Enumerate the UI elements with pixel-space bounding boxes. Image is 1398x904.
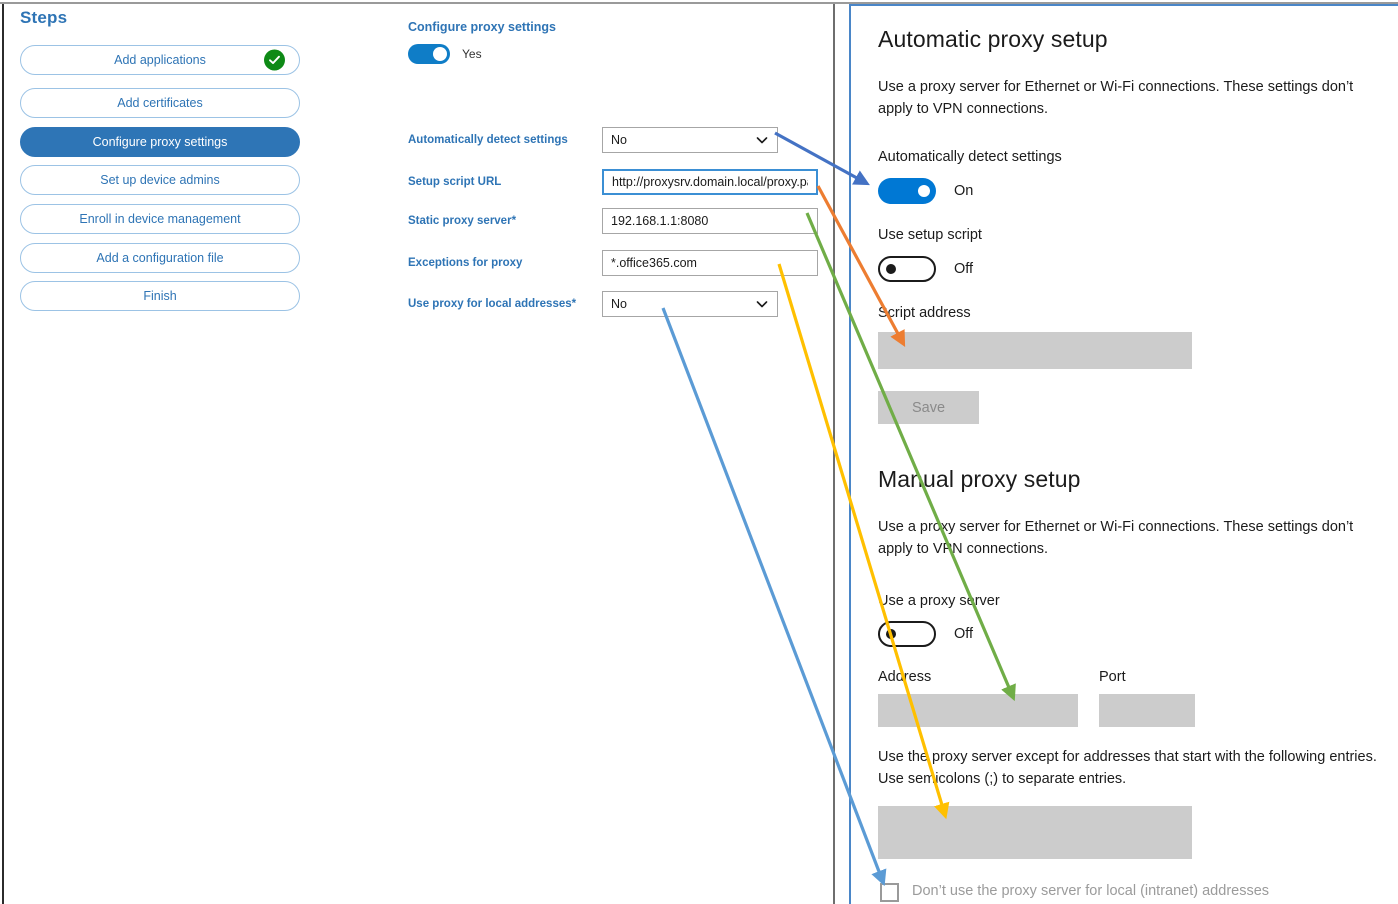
select-use-proxy-for-local-addresses[interactable]: No [602, 291, 778, 317]
step-label: Set up device admins [100, 173, 220, 187]
sidebar-item-finish[interactable]: Finish [20, 281, 300, 311]
use-setup-script-state: Off [954, 261, 974, 277]
toggle-knob [918, 185, 930, 197]
label-text: Setup script URL [408, 176, 502, 188]
label-static-proxy-server: Static proxy server* [408, 215, 516, 227]
select-value: No [611, 297, 627, 311]
sidebar-item-set-up-device-admins[interactable]: Set up device admins [20, 165, 300, 195]
automatically-detect-settings-state: On [954, 183, 974, 199]
required-marker: * [571, 298, 577, 310]
automatic-proxy-setup-heading: Automatic proxy setup [878, 26, 1108, 52]
address-label: Address [878, 669, 932, 685]
automatically-detect-settings-label: Automatically detect settings [878, 149, 1062, 165]
left-border [2, 4, 4, 904]
input-value: http://proxysrv.domain.local/proxy.pa [612, 175, 808, 189]
manual-proxy-setup-description: Use a proxy server for Ethernet or Wi-Fi… [878, 519, 1354, 557]
chevron-down-icon [756, 301, 768, 308]
chevron-down-icon [756, 137, 768, 144]
use-a-proxy-server-toggle[interactable] [878, 621, 936, 647]
input-static-proxy-server[interactable]: 192.168.1.1:8080 [602, 208, 818, 234]
step-label: Enroll in device management [79, 212, 241, 226]
toggle-knob [886, 629, 896, 639]
sidebar-item-enroll-in-device-management[interactable]: Enroll in device management [20, 204, 300, 234]
script-address-label: Script address [878, 305, 971, 321]
sidebar-item-add-certificates[interactable]: Add certificates [20, 88, 300, 118]
step-label: Finish [143, 289, 177, 303]
proxy-exceptions-description: Use the proxy server except for addresse… [878, 749, 1377, 787]
label-text: Static proxy server [408, 215, 512, 227]
label-use-proxy-for-local-addresses: Use proxy for local addresses* [408, 298, 576, 310]
required-marker: * [511, 215, 517, 227]
windows-proxy-settings-panel: Automatic proxy setup Use a proxy server… [849, 4, 1398, 904]
use-setup-script-toggle-row: Off [878, 256, 973, 282]
port-label: Port [1099, 669, 1126, 685]
label-automatically-detect-settings: Automatically detect settings [408, 134, 568, 146]
page-title: Steps [20, 8, 68, 27]
toggle-knob [433, 47, 447, 61]
step-label: Add certificates [117, 96, 203, 110]
configure-proxy-toggle[interactable] [408, 44, 450, 64]
automatically-detect-settings-toggle[interactable] [878, 178, 936, 204]
proxy-exceptions-input[interactable] [878, 806, 1192, 859]
select-automatically-detect-settings[interactable]: No [602, 127, 778, 153]
sidebar-item-add-a-configuration-file[interactable]: Add a configuration file [20, 243, 300, 273]
manual-proxy-setup-heading: Manual proxy setup [878, 466, 1081, 492]
local-addresses-checkbox-label: Don’t use the proxy server for local (in… [912, 883, 1270, 899]
address-input[interactable] [878, 694, 1078, 727]
use-a-proxy-server-label: Use a proxy server [878, 593, 1000, 609]
label-text: Use proxy for local addresses [408, 298, 572, 310]
input-setup-script-url[interactable]: http://proxysrv.domain.local/proxy.pa [602, 169, 818, 195]
toggle-knob [886, 264, 896, 274]
automatically-detect-settings-toggle-row: On [878, 178, 973, 204]
check-circle-icon [264, 49, 285, 71]
center-divider [833, 4, 835, 904]
use-setup-script-toggle[interactable] [878, 256, 936, 282]
sidebar-item-add-applications[interactable]: Add applications [20, 45, 300, 75]
step-label: Configure proxy settings [92, 135, 228, 149]
use-a-proxy-server-state: Off [954, 626, 974, 642]
configure-proxy-toggle-row: Yes [408, 44, 482, 64]
local-addresses-checkbox[interactable] [880, 883, 899, 902]
use-a-proxy-server-toggle-row: Off [878, 621, 973, 647]
label-exceptions-for-proxy: Exceptions for proxy [408, 257, 522, 269]
save-button[interactable]: Save [878, 391, 979, 424]
input-value: *.office365.com [611, 256, 697, 270]
label-text: Exceptions for proxy [408, 257, 523, 269]
sidebar-item-configure-proxy-settings[interactable]: Configure proxy settings [20, 127, 300, 157]
use-setup-script-label: Use setup script [878, 227, 982, 243]
step-label: Add a configuration file [96, 251, 224, 265]
step-label: Add applications [114, 53, 206, 67]
configure-proxy-toggle-value: Yes [462, 47, 482, 61]
port-input[interactable] [1099, 694, 1195, 727]
top-divider [0, 2, 1398, 4]
automatic-proxy-setup-description: Use a proxy server for Ethernet or Wi-Fi… [878, 79, 1354, 117]
input-value: 192.168.1.1:8080 [611, 214, 709, 228]
label-setup-script-url: Setup script URL [408, 176, 501, 188]
select-value: No [611, 133, 627, 147]
form-title: Configure proxy settings [408, 20, 556, 34]
label-text: Automatically detect settings [408, 134, 568, 146]
script-address-input[interactable] [878, 332, 1192, 369]
input-exceptions-for-proxy[interactable]: *.office365.com [602, 250, 818, 276]
